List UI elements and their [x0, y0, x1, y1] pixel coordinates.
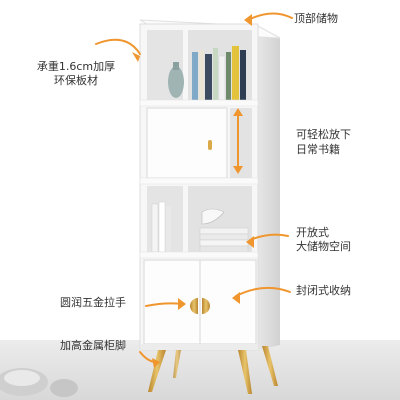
arrow-top: [247, 12, 293, 21]
label-books-line2: 日常书籍: [296, 143, 340, 156]
label-board-line2: 环保板材: [54, 74, 98, 87]
arrow-closed: [235, 286, 291, 297]
arrow-board: [95, 38, 141, 55]
middle-open-cubby: [230, 108, 252, 178]
middle-door[interactable]: [146, 107, 228, 179]
label-top-storage: 顶部储物: [294, 12, 338, 25]
label-handle: 圆润五金拉手: [60, 296, 126, 309]
label-open-line1: 开放式: [296, 226, 329, 239]
books-lower: [151, 201, 171, 253]
round-handle[interactable]: [190, 298, 210, 314]
arrow-heads: [132, 14, 254, 368]
magazine-stack: [199, 208, 249, 253]
middle-door-knob[interactable]: [208, 140, 212, 150]
books-top: [192, 46, 246, 101]
shelf-2: [139, 177, 259, 185]
bottom-door-right[interactable]: [199, 259, 257, 345]
label-books-line1: 可轻松放下: [296, 128, 351, 141]
metal-legs: [148, 346, 278, 394]
label-legs: 加高金属柜脚: [60, 339, 126, 352]
callout-arrows: [95, 12, 293, 363]
shelf-1: [139, 99, 259, 107]
bottom-door-left[interactable]: [143, 259, 201, 345]
vase-decor: [0, 368, 78, 397]
label-closed-storage: 封闭式收纳: [296, 284, 351, 297]
plinth: [140, 344, 258, 350]
shelf-3: [139, 251, 259, 259]
side-panel: [258, 26, 280, 350]
label-board-line1: 承重1.6cm加厚: [36, 60, 116, 73]
label-open-line2: 大储物空间: [296, 240, 351, 253]
vase: [168, 62, 184, 98]
